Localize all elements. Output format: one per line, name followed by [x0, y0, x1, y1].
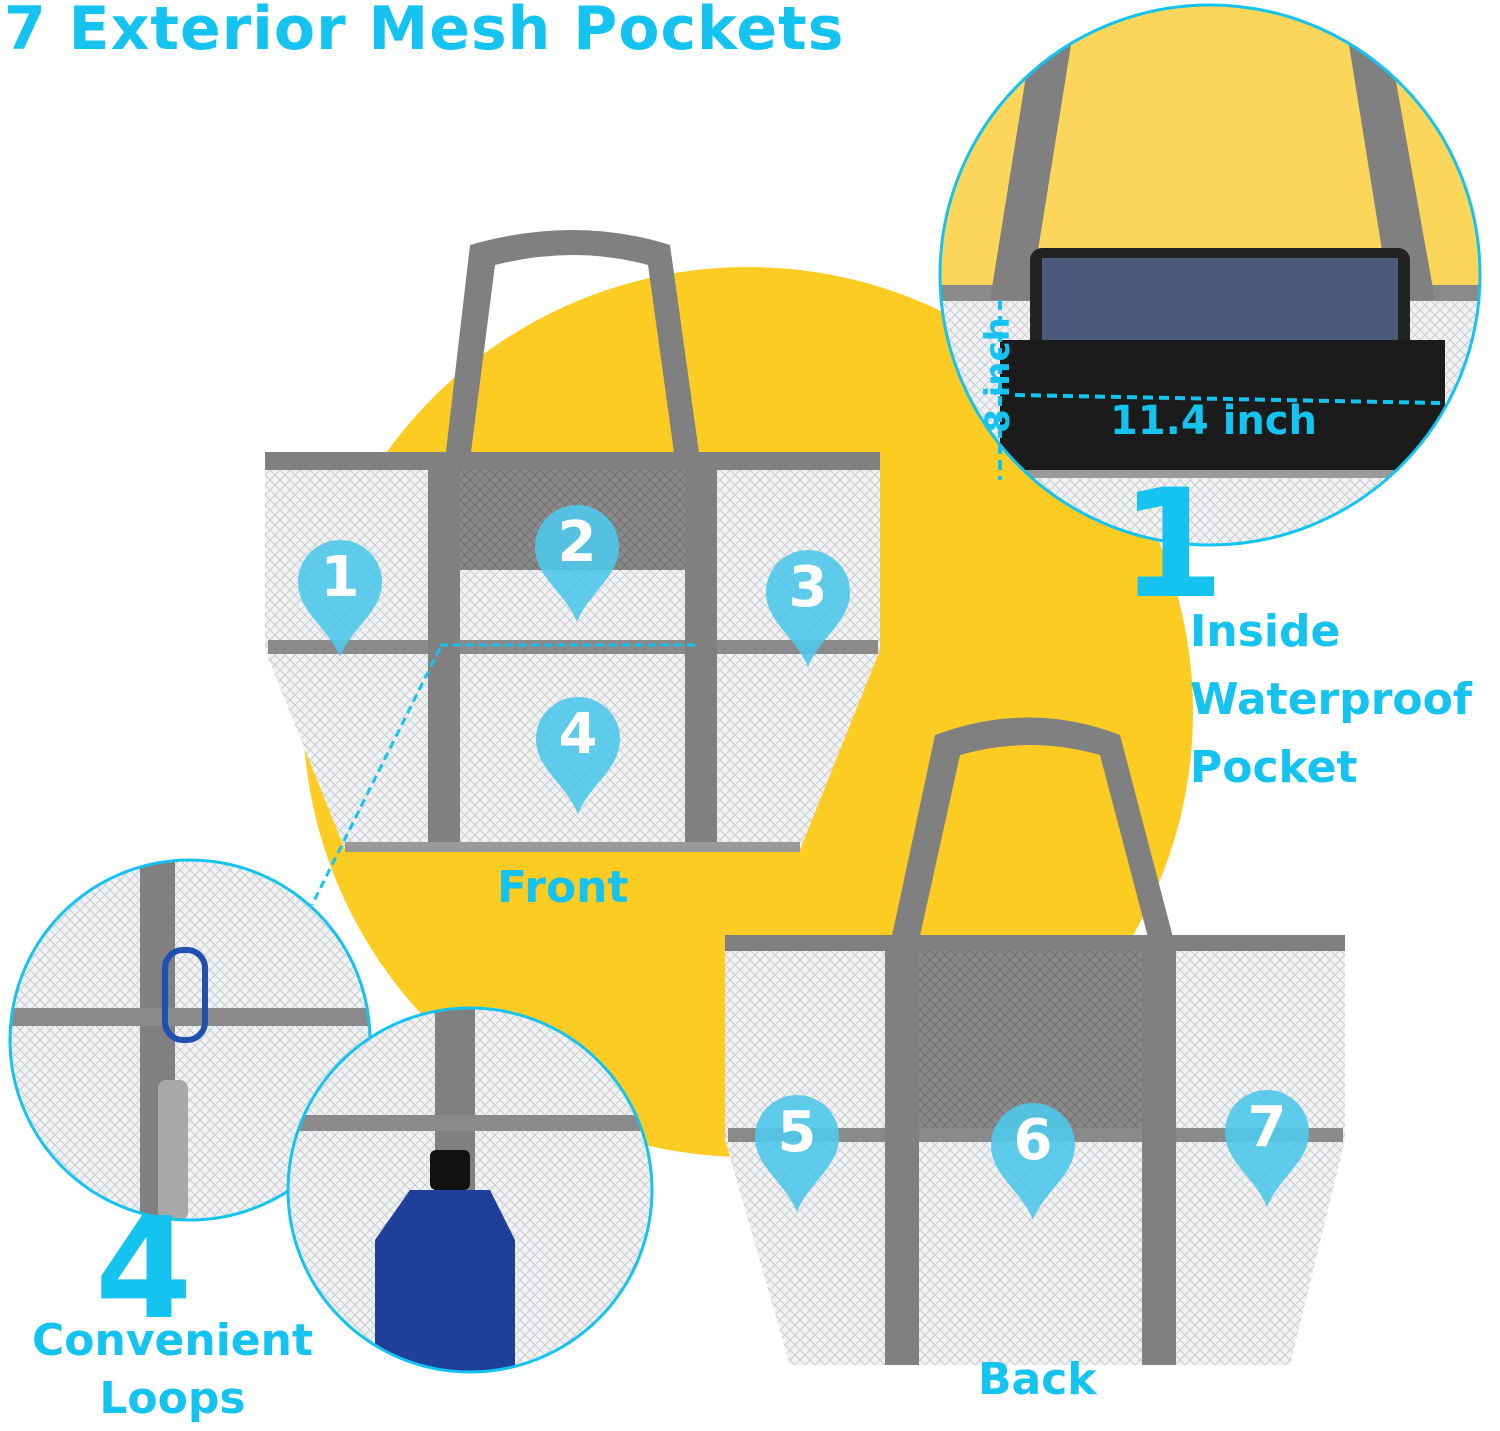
marker-3-label: 3 — [788, 555, 828, 620]
page-title: 7 Exterior Mesh Pockets — [4, 0, 845, 64]
marker-4-label: 4 — [558, 702, 598, 767]
inside-line1: Inside — [1190, 606, 1341, 657]
inside-pocket-inset — [940, 5, 1480, 545]
pocket-height-label: 8 inch — [977, 317, 1018, 433]
pocket-width-label: 11.4 inch — [1110, 398, 1317, 444]
loops-line2: Loops — [99, 1373, 246, 1424]
pocket-markers — [298, 505, 1309, 1220]
marker-2 — [535, 505, 619, 622]
marker-1 — [298, 540, 382, 657]
inside-pocket-count: 1 — [1120, 458, 1225, 632]
loops-label: Convenient Loops — [32, 1312, 313, 1428]
bottle-loop-inset — [288, 1008, 652, 1372]
loops-count: 4 — [95, 1188, 193, 1351]
marker-2-label: 2 — [557, 510, 597, 575]
marker-5 — [755, 1095, 839, 1212]
marker-7-label: 7 — [1247, 1095, 1287, 1160]
marker-5-label: 5 — [777, 1100, 817, 1165]
loops-line1: Convenient — [32, 1315, 313, 1366]
marker-6-label: 6 — [1013, 1108, 1053, 1173]
front-label: Front — [497, 862, 629, 913]
marker-3 — [766, 550, 850, 667]
back-label: Back — [978, 1354, 1097, 1405]
inside-pocket-label: Inside Waterproof Pocket — [1190, 598, 1472, 802]
marker-4 — [536, 697, 620, 814]
inside-line3: Pocket — [1190, 742, 1358, 793]
inside-line2: Waterproof — [1190, 674, 1473, 725]
marker-7 — [1225, 1090, 1309, 1207]
marker-1-label: 1 — [320, 545, 360, 610]
marker-6 — [991, 1103, 1075, 1220]
